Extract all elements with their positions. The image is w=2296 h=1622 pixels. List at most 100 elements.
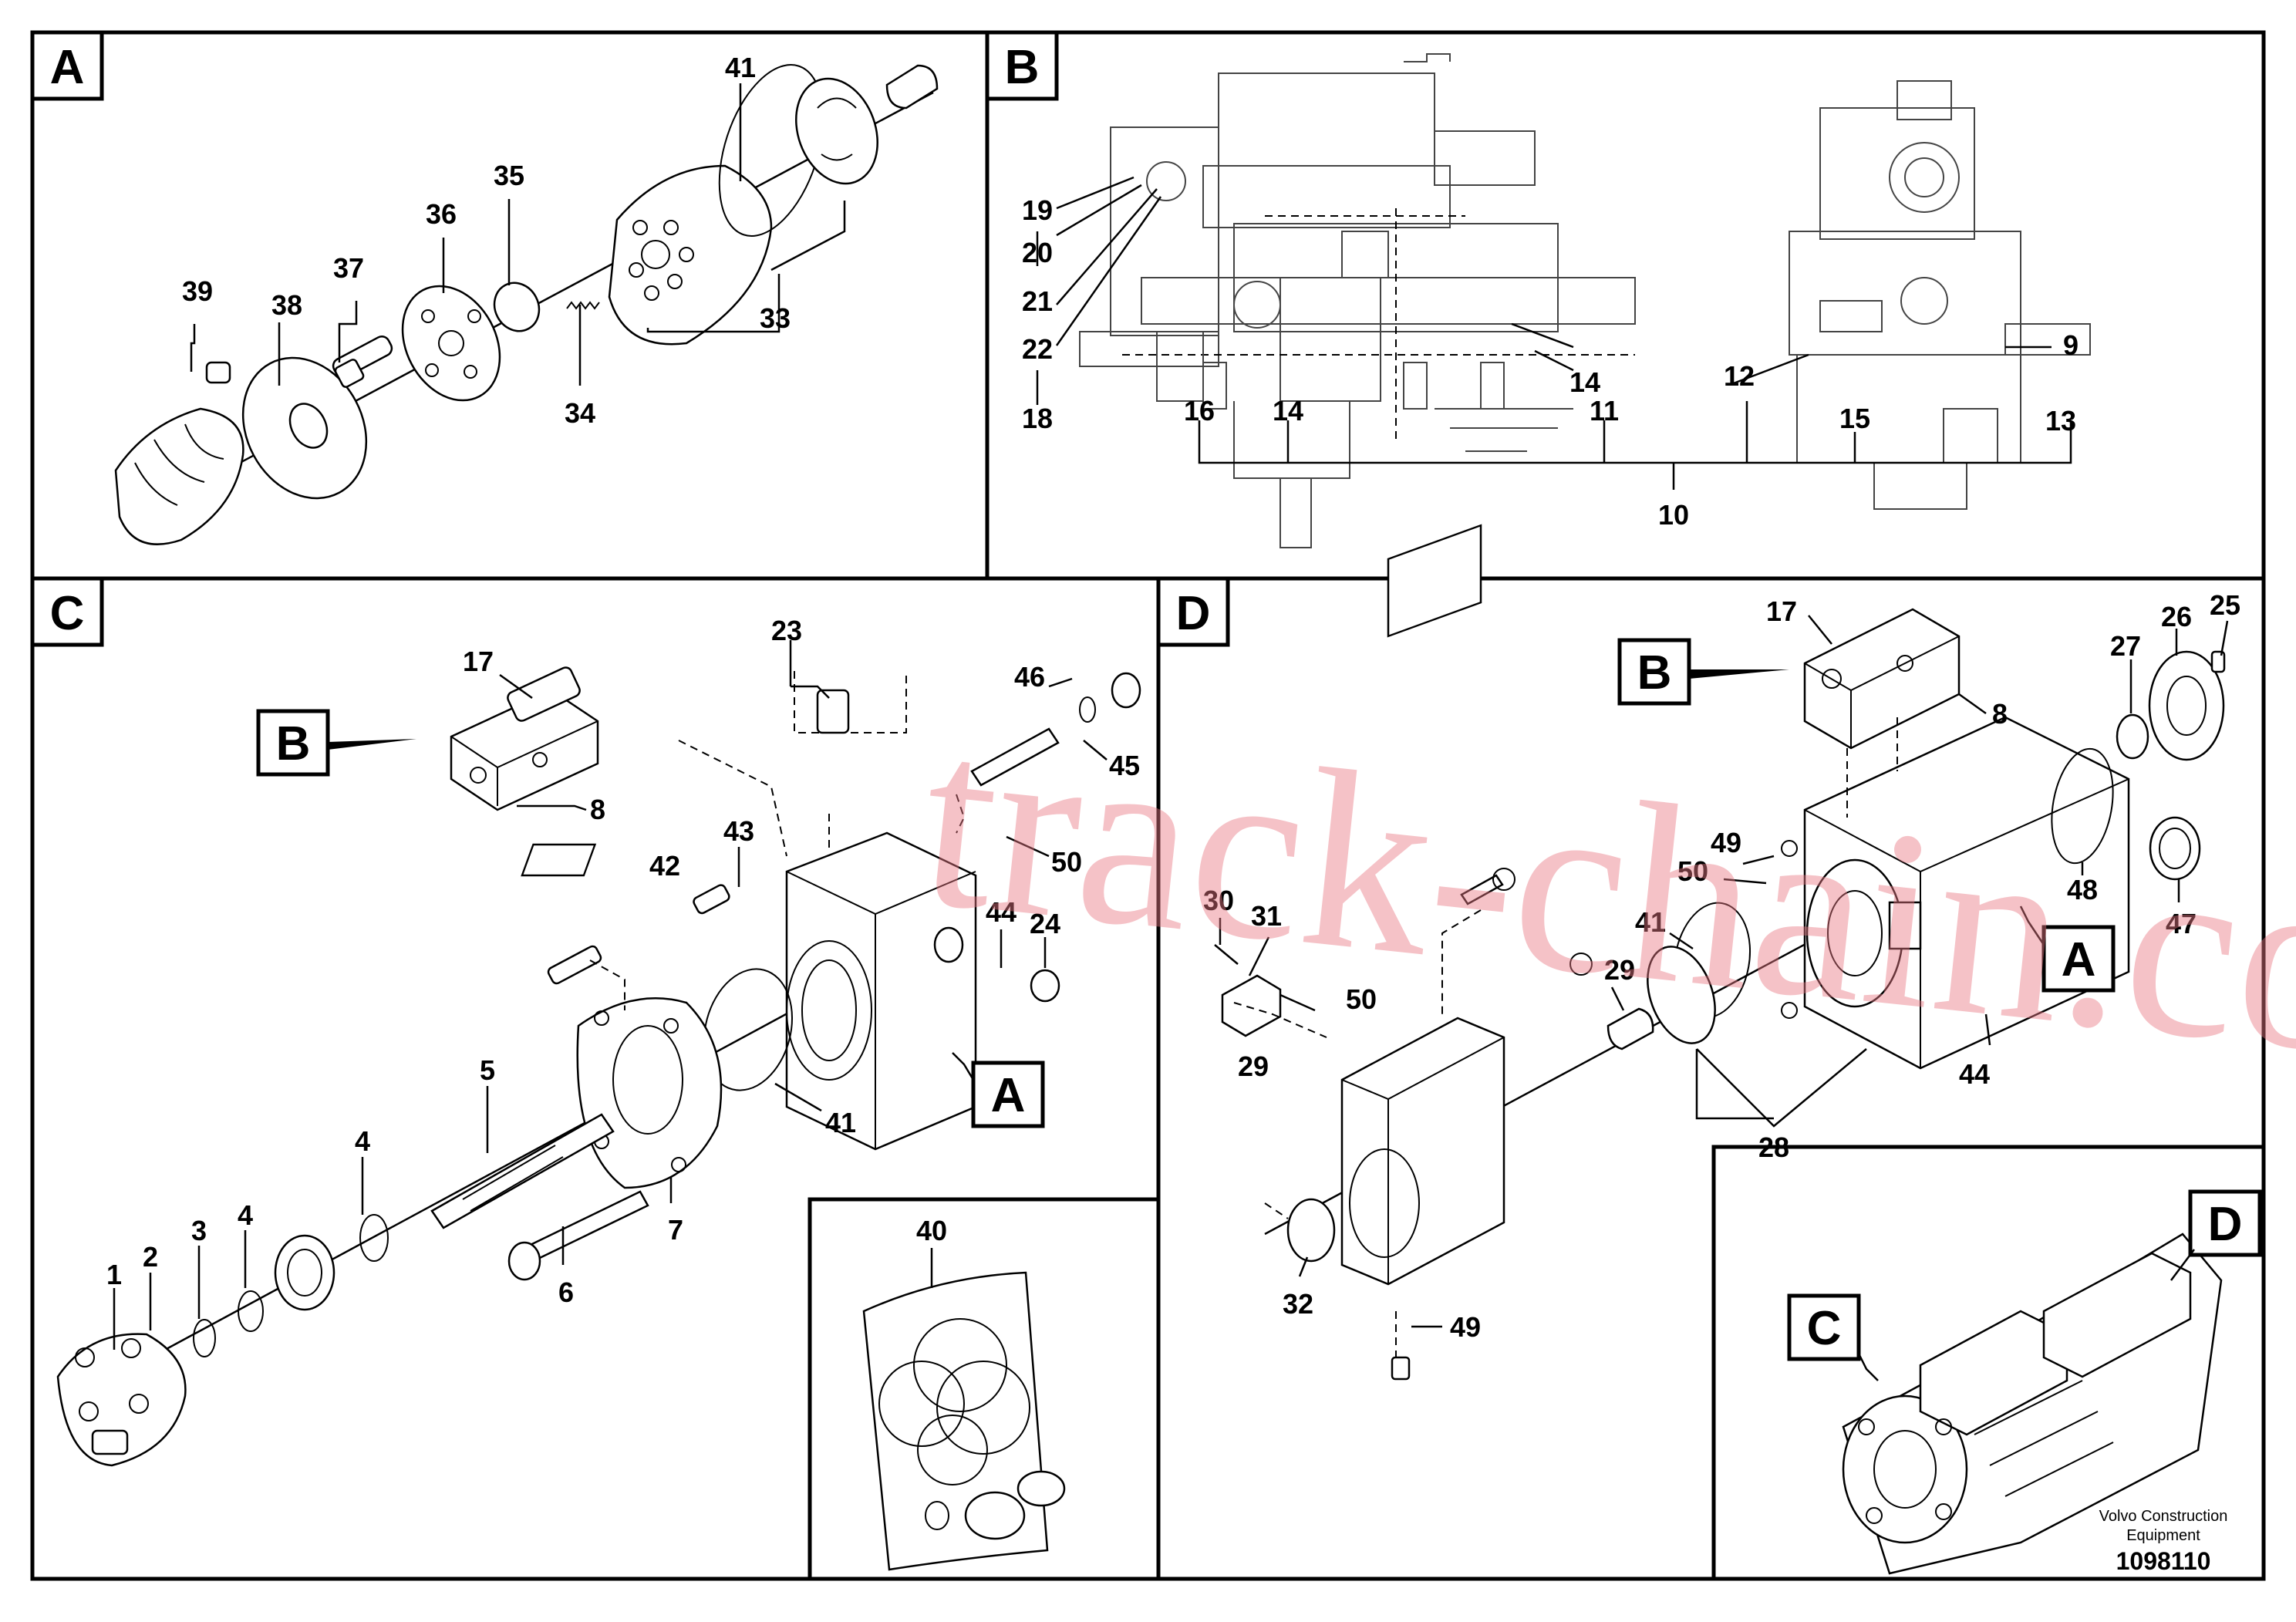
regulator-ref-b-c: B <box>276 717 311 771</box>
regulator-d <box>1803 608 1961 750</box>
callout-19: 19 <box>1022 194 1053 226</box>
callout-11: 11 <box>1590 395 1619 427</box>
panel-a-drawing: 41 35 36 37 39 38 33 34 <box>114 52 939 545</box>
callout-20: 20 <box>1022 237 1053 268</box>
snap-ring-4a <box>359 1214 389 1262</box>
panel-d-tag-text: D <box>1176 587 1211 640</box>
brand-line-1: Volvo Construction <box>2099 1508 2228 1525</box>
callout-21: 21 <box>1022 285 1053 317</box>
regulator-ref-b-d-box <box>1617 638 1691 706</box>
o-ring-41-c <box>703 968 794 1091</box>
overview-c-box <box>1787 1293 1861 1361</box>
callout-44-c: 44 <box>986 896 1017 928</box>
panel-tags: A B C D <box>30 30 1230 647</box>
retainer-plate <box>401 285 501 402</box>
cylinder-block <box>608 164 773 346</box>
plug-casing <box>933 926 964 963</box>
callout-4a: 4 <box>355 1125 370 1157</box>
callout-30: 30 <box>1203 885 1234 916</box>
callout-49-d-top: 49 <box>1711 827 1741 858</box>
rear-cover <box>1340 1017 1505 1286</box>
brand-line-2: Equipment <box>2126 1527 2200 1544</box>
ball-39 <box>205 361 231 384</box>
callout-38: 38 <box>271 289 302 321</box>
swash-plate <box>114 407 244 545</box>
flange-7 <box>576 997 723 1189</box>
callout-31: 31 <box>1251 900 1282 932</box>
spring-34 <box>566 301 600 310</box>
regulator-ref-arrow-c <box>328 739 416 750</box>
cap-46 <box>1111 672 1141 709</box>
panel-c-labels: 17 B 8 23 46 45 50 43 42 44 24 41 A 5 4 … <box>106 615 1140 1308</box>
gear-pump <box>56 1333 187 1467</box>
seal-o-ring-1 <box>913 1318 1007 1412</box>
panel-d-drawing: 17 B 8 25 26 27 48 47 49 50 41 29 30 31 … <box>1203 524 2240 1381</box>
callout-18: 18 <box>1022 403 1053 434</box>
callout-23: 23 <box>771 615 802 646</box>
callout-50-c: 50 <box>1051 846 1082 878</box>
overview-frame <box>1711 1145 2266 1581</box>
panel-b-tag: B <box>985 30 1059 101</box>
panel-c-frame <box>30 576 1161 1581</box>
panel-c-tag: C <box>30 576 104 647</box>
callout-37: 37 <box>333 252 364 284</box>
snap-ring-4b <box>238 1290 264 1332</box>
block-31 <box>1221 974 1282 1037</box>
panel-a-tag: A <box>30 30 104 101</box>
sensor-23 <box>816 689 850 734</box>
bearing-32 <box>1286 1198 1336 1263</box>
callout-4b: 4 <box>238 1199 253 1231</box>
callout-14a: 14 <box>1273 395 1303 427</box>
callout-49-d-bottom: 49 <box>1450 1311 1481 1343</box>
bearing <box>274 1234 335 1311</box>
panel-frames <box>30 30 2266 1581</box>
watermark: track-chain.com <box>911 676 2296 1128</box>
bearing-29 <box>1607 1007 1654 1050</box>
regulator-ref-b-d: B <box>1637 646 1672 700</box>
panel-c-drawing: 17 B 8 23 46 45 50 43 42 44 24 41 A 5 4 … <box>56 615 1141 1571</box>
callout-50-d-mid: 50 <box>1346 983 1377 1015</box>
callout-13: 13 <box>2045 405 2076 437</box>
callout-44-d: 44 <box>1959 1058 1990 1090</box>
callout-35: 35 <box>494 160 524 191</box>
panel-c-tag-text: C <box>50 587 85 640</box>
ring-3 <box>193 1319 216 1357</box>
group-ref-a-d-box <box>2041 925 2116 993</box>
callout-45: 45 <box>1109 750 1140 781</box>
callout-41-d: 41 <box>1635 906 1666 938</box>
panel-b-frame <box>985 30 2266 581</box>
panel-d-labels: 17 B 8 25 26 27 48 47 49 50 41 29 30 31 … <box>1203 589 2240 1343</box>
regulator-ref-arrow-d <box>1689 669 1789 679</box>
valve-plate-28 <box>1647 946 1716 1044</box>
callout-12: 12 <box>1724 360 1755 392</box>
callout-46: 46 <box>1014 661 1045 693</box>
callout-36: 36 <box>426 198 457 230</box>
panel-b-tag-text: B <box>1005 41 1040 94</box>
callout-15: 15 <box>1839 403 1870 434</box>
panel-b-drawing: 19 20 21 22 18 16 14 14 11 12 15 13 9 10 <box>1022 53 2091 548</box>
needle-bearing <box>885 64 939 110</box>
panel-d-tag: D <box>1156 576 1230 647</box>
callout-5: 5 <box>480 1054 495 1086</box>
callout-42: 42 <box>649 850 680 882</box>
callout-48: 48 <box>2067 874 2098 905</box>
valve-plate <box>795 77 878 185</box>
callout-7: 7 <box>668 1214 683 1246</box>
callout-41-c: 41 <box>825 1107 856 1138</box>
cover-26 <box>2148 650 2225 761</box>
callout-16: 16 <box>1184 395 1215 427</box>
callout-25: 25 <box>2210 589 2240 621</box>
callout-17-c: 17 <box>463 646 494 677</box>
shaft-5 <box>430 1113 615 1229</box>
panel-a-tag-text: A <box>50 41 85 94</box>
callout-32: 32 <box>1283 1288 1313 1320</box>
callout-22: 22 <box>1022 333 1053 365</box>
overview-d-tag: D <box>2208 1198 2243 1251</box>
group-ref-a-c: A <box>991 1069 1026 1122</box>
panel-b-labels: 19 20 21 22 18 16 14 14 11 12 15 13 9 10 <box>1022 194 2079 531</box>
callout-43: 43 <box>723 815 754 847</box>
document-number: 1098110 <box>2116 1547 2211 1575</box>
callout-34: 34 <box>565 397 595 429</box>
seal-27 <box>2116 713 2149 760</box>
plug-49-d <box>1391 1356 1411 1381</box>
